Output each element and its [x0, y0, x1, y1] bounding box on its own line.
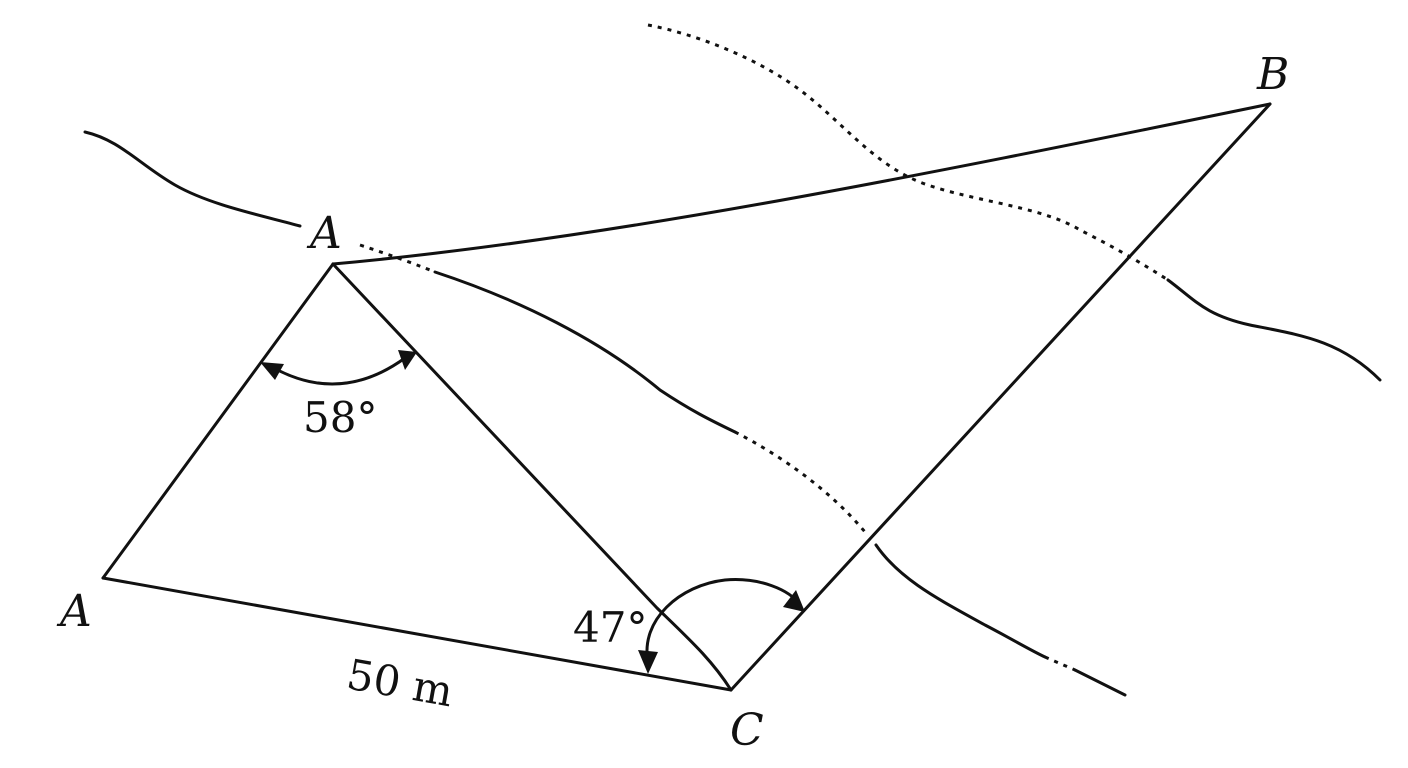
point-label-b: B	[1256, 49, 1289, 100]
angle-arc-a	[271, 356, 406, 386]
point-label-c: C	[730, 705, 764, 756]
river-bank-lower-end	[1073, 668, 1127, 697]
angle-arc-c	[645, 578, 802, 663]
line-a-top-to-b	[331, 102, 1272, 266]
angle-arrowhead-a-left	[260, 362, 284, 380]
river-bank-lower-dotted-end	[1044, 655, 1076, 672]
point-label-a-bottom: A	[56, 586, 92, 637]
line-a-top-to-c	[331, 262, 733, 692]
river-bank-lower-dotted-mid	[734, 430, 867, 533]
angle-arrowhead-a-right	[398, 350, 417, 370]
distance-label-ac: 50 m	[343, 650, 457, 717]
line-a-bottom-to-a-top	[101, 262, 335, 580]
river-bank-lower-mid	[433, 270, 737, 434]
river-bank-upper-dotted	[647, 23, 1169, 282]
angle-arrowhead-c-right	[783, 590, 805, 612]
river-bank-upper-right	[1166, 278, 1382, 382]
line-a-bottom-to-c	[101, 576, 733, 692]
angle-arrowhead-c-left	[638, 650, 658, 674]
river-bank-lower-right	[874, 543, 1047, 659]
point-label-a-top: A	[306, 208, 342, 259]
angle-label-c: 47°	[573, 603, 647, 652]
angle-label-a: 58°	[303, 393, 377, 442]
line-c-to-b	[729, 102, 1272, 692]
river-bank-upper-left	[83, 130, 302, 228]
